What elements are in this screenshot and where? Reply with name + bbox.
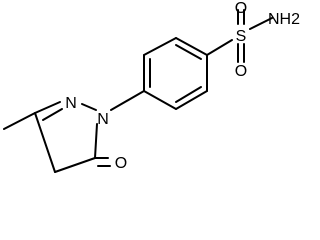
atom-label-s: S <box>236 28 247 45</box>
bond-c3-n2-double-a <box>34 101 61 114</box>
bond-benzene-s <box>206 39 233 56</box>
bond-n2-n1 <box>81 103 97 111</box>
benzene-bond-5 <box>175 90 208 110</box>
atom-label-n2: N <box>65 95 77 112</box>
bond-n1-benzene <box>110 90 145 111</box>
atom-label-sulfonyl-o-top: O <box>235 0 247 17</box>
benzene-inner-bond-2 <box>175 44 202 60</box>
chemical-structure-diagram: N N O S O O NH2 <box>3 0 300 173</box>
atom-label-n1: N <box>97 111 109 128</box>
bond-s-nh2 <box>249 17 273 30</box>
benzene-bond-3 <box>175 37 208 56</box>
bond-methyl-c3 <box>3 112 36 130</box>
benzene-bond-6 <box>143 90 177 110</box>
bond-c3-n2-double-b <box>42 108 63 121</box>
benzene-inner-bond-3 <box>175 86 202 103</box>
atom-label-nh2: NH2 <box>268 11 300 28</box>
bond-c4-c3 <box>34 112 56 173</box>
bond-n1-c5 <box>94 123 98 159</box>
atom-label-sulfonyl-o-bottom: O <box>235 63 247 80</box>
benzene-bond-2 <box>143 37 177 56</box>
bond-c5-c4 <box>54 157 96 173</box>
atom-label-carbonyl-o: O <box>115 155 127 172</box>
